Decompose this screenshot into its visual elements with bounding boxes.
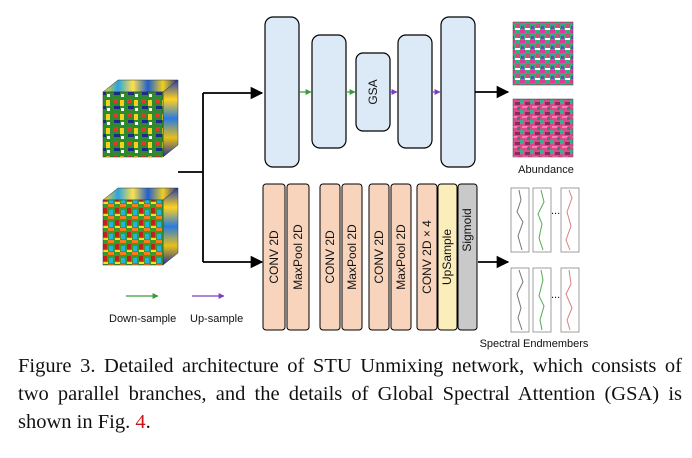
abundance-maps: Abundance [512, 21, 574, 176]
sigmoid-block [457, 183, 478, 331]
maxpool2d-label: MaxPool 2D [291, 224, 305, 290]
upsample-block [437, 183, 458, 331]
conv2d-label: CONV 2D [372, 230, 386, 284]
legend: Down-sample Up-sample [109, 293, 243, 325]
abundance-map-2 [512, 98, 574, 158]
maxpool2d-label: MaxPool 2D [394, 224, 408, 290]
input-connector [178, 86, 264, 269]
conv2d-label: CONV 2D [323, 230, 337, 284]
endmember-curve [537, 189, 545, 251]
unet-decoder-block-2 [440, 16, 476, 168]
unet-encoder-block-2 [311, 34, 347, 149]
spectral-endmembers: ... ... Spectral Endmembers [480, 187, 589, 350]
ellipsis: ... [551, 205, 560, 217]
unet-branch: GSA [264, 16, 510, 168]
upsample-label: UpSample [440, 229, 454, 285]
sigmoid-label: Sigmoid [460, 208, 474, 251]
ellipsis: ... [551, 289, 560, 301]
endmember-panel [532, 187, 552, 253]
endmember-panel [560, 187, 580, 253]
architecture-diagram: GSA Abundance CONV 2D MaxPool 2D CONV 2D… [102, 16, 589, 350]
endmember-curve [538, 269, 545, 331]
maxpool2d-block-1 [286, 183, 310, 331]
spectral-endmembers-label: Spectral Endmembers [480, 338, 589, 350]
hsi-cube-top [102, 79, 179, 158]
conv2d-x4-block [416, 183, 438, 331]
maxpool2d-block-2 [341, 183, 363, 331]
caption-text: Figure 3. Detailed architecture of STU U… [18, 355, 682, 433]
cnn-branch: CONV 2D MaxPool 2D CONV 2D MaxPool 2D CO… [262, 183, 510, 331]
maxpool2d-block-3 [390, 183, 412, 331]
endmember-panel [510, 187, 530, 253]
endmember-curve [516, 269, 524, 331]
abundance-map-1 [512, 21, 574, 86]
conv2d-x4-label: CONV 2D × 4 [420, 220, 434, 294]
endmember-curve [565, 189, 573, 251]
gsa-label: GSA [366, 79, 380, 104]
maxpool2d-label: MaxPool 2D [345, 224, 359, 290]
conv2d-block-2 [319, 183, 341, 331]
unet-decoder-block-1 [397, 34, 433, 149]
endmember-curve [516, 189, 524, 251]
endmember-curve [565, 269, 573, 331]
figure-reference-link[interactable]: 4 [135, 411, 146, 433]
endmember-panel [532, 267, 552, 333]
conv2d-block-1 [262, 183, 286, 331]
hsi-cube-bottom [102, 187, 179, 266]
caption-end: . [145, 411, 151, 433]
abundance-label: Abundance [518, 164, 574, 176]
conv2d-label: CONV 2D [267, 230, 281, 284]
endmember-panel [510, 267, 530, 333]
up-sample-legend-label: Up-sample [190, 313, 243, 325]
figure-caption: Figure 3. Detailed architecture of STU U… [18, 352, 682, 436]
conv2d-block-3 [368, 183, 390, 331]
endmember-panel [560, 267, 580, 333]
unet-encoder-block-1 [264, 16, 300, 168]
down-sample-legend-label: Down-sample [109, 313, 176, 325]
